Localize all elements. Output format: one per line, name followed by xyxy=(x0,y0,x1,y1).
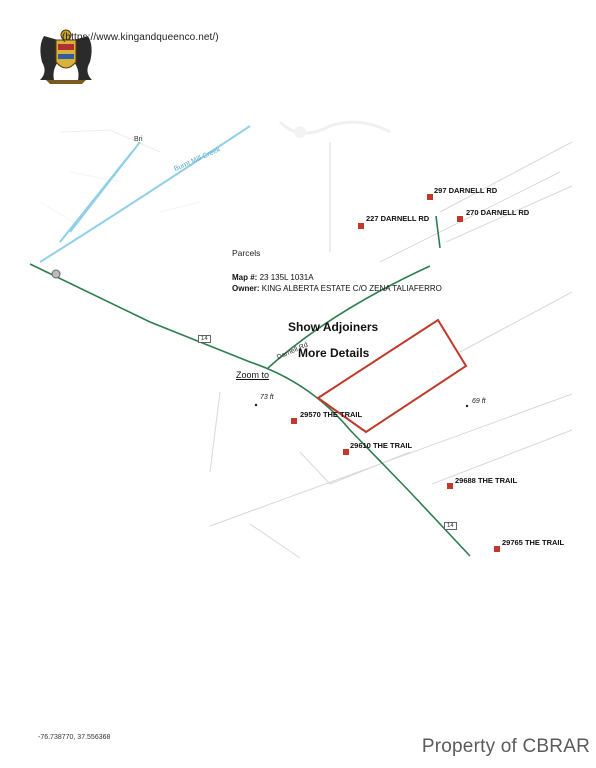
address-label: 270 DARNELL RD xyxy=(466,208,530,217)
map-background-texture xyxy=(39,120,391,233)
coordinates-readout: -76.738770, 37.556368 xyxy=(38,734,111,741)
county-seal-icon xyxy=(32,26,100,84)
address-label: 29610 THE TRAIL xyxy=(350,441,413,450)
map-number-label: Map #: xyxy=(232,273,258,282)
popup-title: Parcels xyxy=(232,248,261,258)
selected-parcel-outline[interactable] xyxy=(316,318,468,434)
address-markers xyxy=(291,194,500,552)
elevation-label: 73 ft xyxy=(260,394,274,401)
more-details-button[interactable]: More Details xyxy=(298,346,370,360)
map-pin-icon xyxy=(51,269,61,279)
county-url[interactable]: (https://www.kingandqueenco.net/) xyxy=(62,32,219,43)
creek xyxy=(39,125,251,263)
parcel-popup: Parcels Map #: 23 135L 1031A Owner: KING… xyxy=(232,248,462,294)
watermark: Property of CBRAR xyxy=(421,736,590,757)
elevation-label: 69 ft xyxy=(472,398,486,405)
elevation-point-icon xyxy=(465,404,469,408)
elevation-point-icon xyxy=(254,403,258,407)
address-label: 227 DARNELL RD xyxy=(366,214,430,223)
owner-label: Owner: xyxy=(232,284,260,293)
address-label: 29688 THE TRAIL xyxy=(455,476,518,485)
creek-label-partial: Bri xyxy=(134,136,143,143)
address-label: 29765 THE TRAIL xyxy=(502,538,565,547)
map-number-value: 23 135L 1031A xyxy=(259,273,314,282)
owner-value: KING ALBERTA ESTATE C/O ZENA TALIAFERRO xyxy=(261,284,442,293)
parcel-map[interactable]: Burnt Mill Creek Bri Darnell Rd 14 14 73… xyxy=(0,112,596,562)
address-label: 29570 THE TRAIL xyxy=(300,410,363,419)
parcel-boundaries xyxy=(209,141,573,559)
show-adjoiners-button[interactable]: Show Adjoiners xyxy=(288,320,379,334)
map-number-row: Map #: 23 135L 1031A xyxy=(232,272,462,283)
roads xyxy=(29,215,471,557)
route-shield-icon: 14 xyxy=(444,522,457,530)
owner-row: Owner: KING ALBERTA ESTATE C/O ZENA TALI… xyxy=(232,283,462,294)
route-shield-icon: 14 xyxy=(198,335,211,343)
zoom-to-link[interactable]: Zoom to xyxy=(236,370,270,380)
address-label: 297 DARNELL RD xyxy=(434,186,498,195)
